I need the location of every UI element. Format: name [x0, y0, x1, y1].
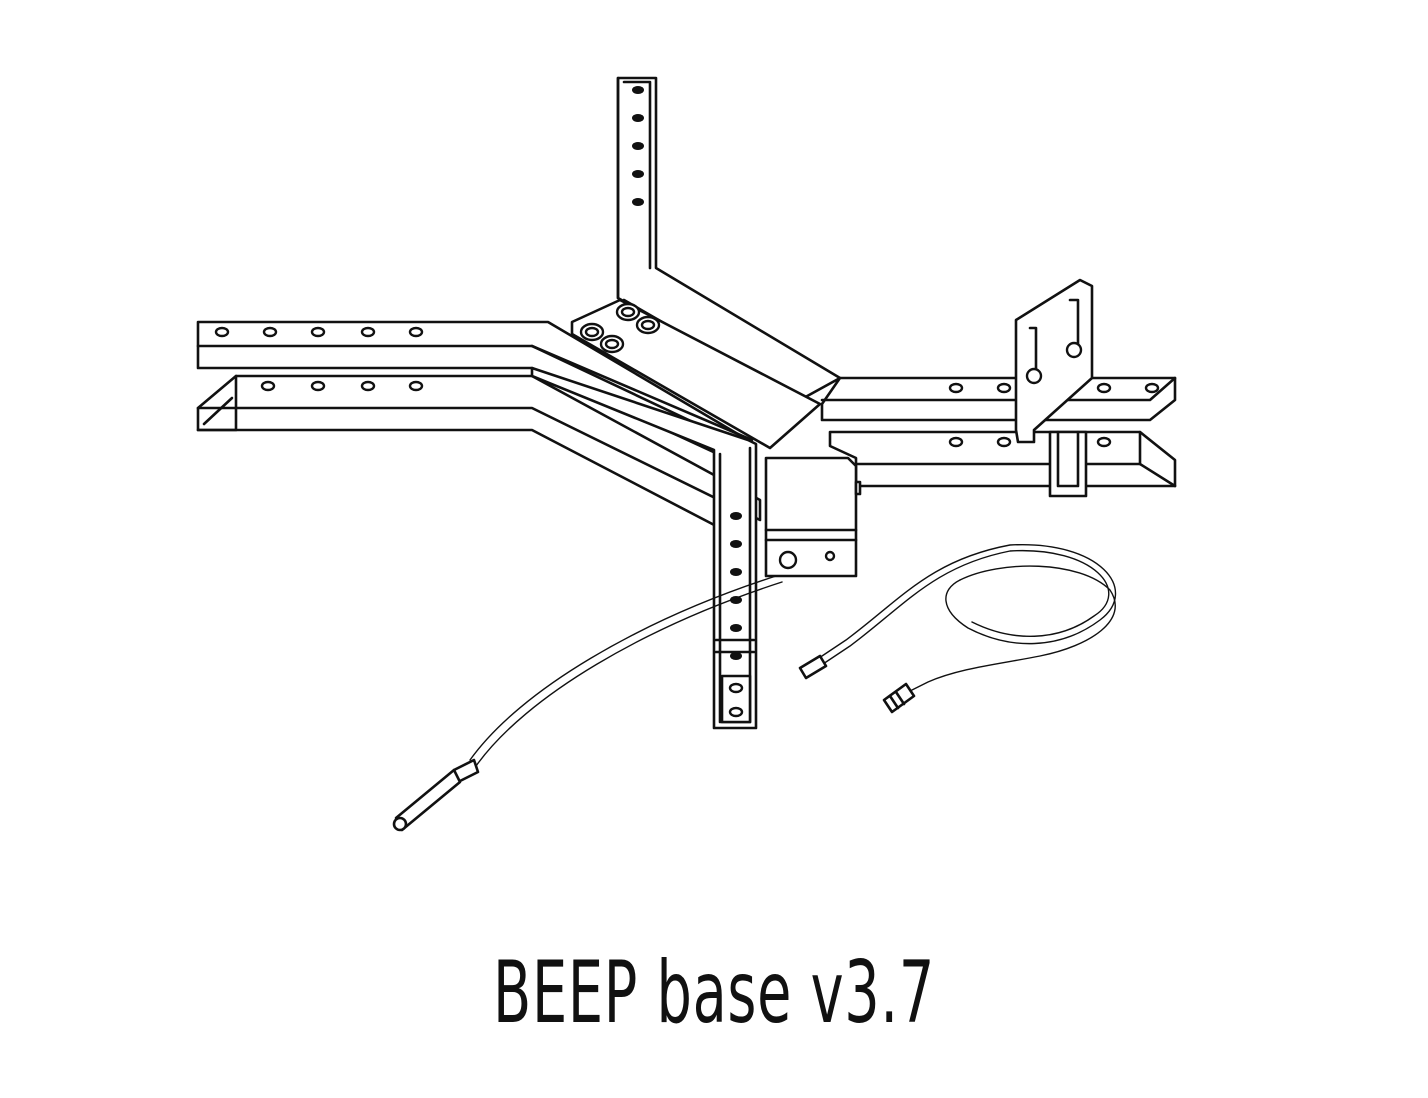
center-plate — [570, 298, 822, 450]
right-arm — [820, 376, 1177, 488]
temperature-probe — [392, 575, 783, 832]
mounting-bracket — [1014, 278, 1094, 498]
electronics-box — [764, 456, 862, 578]
front-arm — [530, 344, 758, 730]
diagram-caption: BEEP base v3.7 — [493, 943, 935, 1043]
audio-cable — [798, 544, 1117, 714]
